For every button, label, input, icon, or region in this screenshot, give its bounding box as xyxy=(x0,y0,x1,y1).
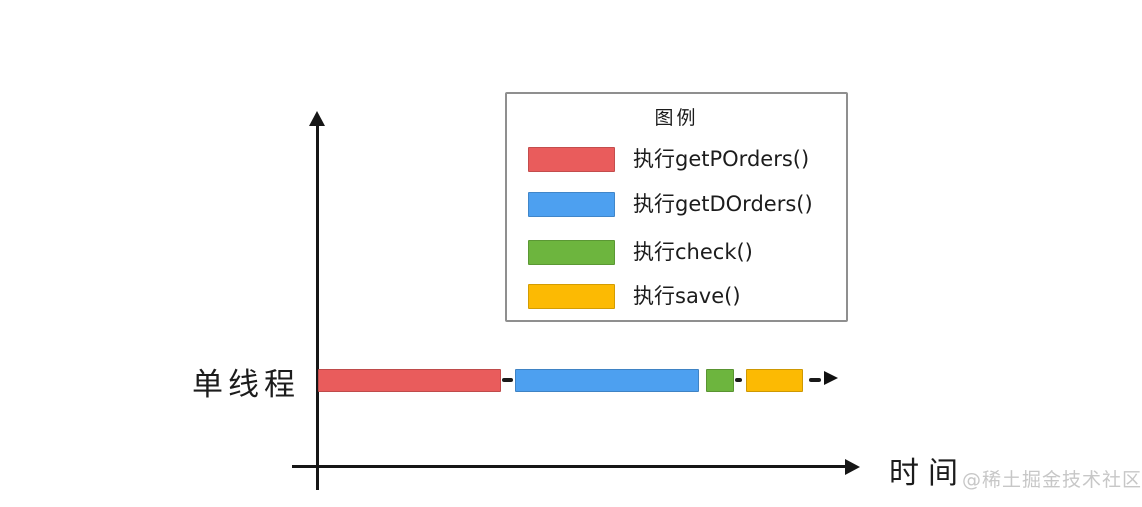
x-axis-arrow-right-icon xyxy=(845,459,860,475)
timeline-end-dash xyxy=(809,378,821,382)
timeline-segment-check xyxy=(706,369,734,392)
timeline-segment-getdorders xyxy=(515,369,699,392)
legend-item-label: 执行save() xyxy=(633,284,741,308)
legend-swatch-blue xyxy=(528,192,615,217)
legend-item-label: 执行getDOrders() xyxy=(633,192,813,216)
watermark: @稀土掘金技术社区 xyxy=(962,469,1142,491)
legend-row: 执行check() xyxy=(507,240,846,265)
legend-row: 执行getPOrders() xyxy=(507,147,846,172)
x-axis-label-time: 时间 xyxy=(889,456,967,491)
legend-swatch-green xyxy=(528,240,615,265)
legend-row: 执行getDOrders() xyxy=(507,192,846,217)
legend-swatch-yellow xyxy=(528,284,615,309)
legend-title: 图例 xyxy=(654,107,699,129)
lane-label-single-thread: 单线程 xyxy=(192,367,300,403)
timeline-segment-getporders xyxy=(318,369,501,392)
legend-item-label: 执行getPOrders() xyxy=(633,147,810,171)
y-axis-line xyxy=(316,124,319,490)
legend-item-label: 执行check() xyxy=(633,240,753,264)
legend-box: 图例 执行getPOrders() 执行getDOrders() 执行check… xyxy=(505,92,848,322)
legend-swatch-red xyxy=(528,147,615,172)
legend-row: 执行save() xyxy=(507,284,846,309)
segment-connector-dash xyxy=(502,378,513,382)
timeline-end-arrow-icon xyxy=(824,371,838,385)
timeline-segment-save xyxy=(746,369,803,392)
x-axis-line xyxy=(292,465,848,468)
segment-connector-dash xyxy=(735,378,742,382)
y-axis-arrow-up-icon xyxy=(309,111,325,126)
